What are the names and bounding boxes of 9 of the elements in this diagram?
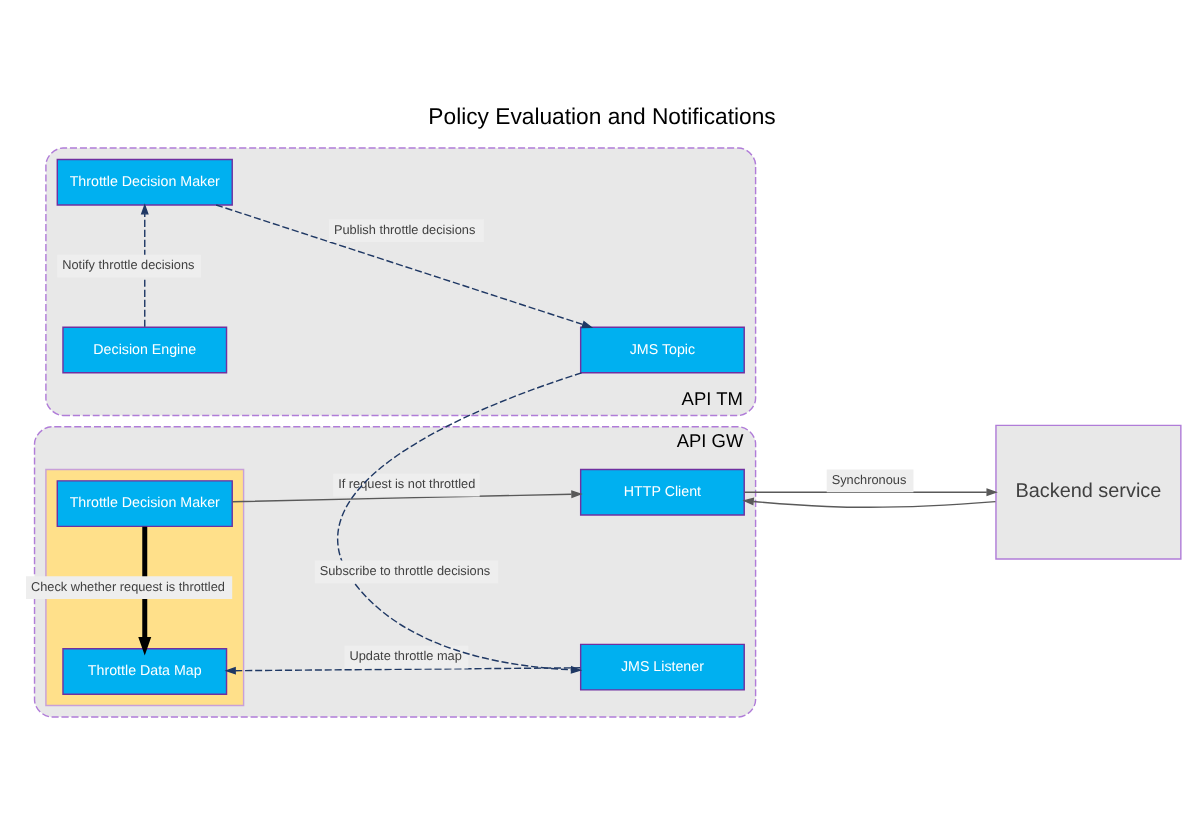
arrow — [224, 665, 581, 674]
arrow — [742, 496, 997, 507]
arrow — [215, 203, 594, 328]
arrow — [337, 371, 583, 673]
diagram-title: Policy Evaluation and Notifications — [428, 104, 776, 129]
arrow — [743, 487, 998, 496]
node-box: Backend service — [995, 423, 1182, 559]
arrow — [140, 202, 149, 327]
arrow — [231, 489, 583, 502]
